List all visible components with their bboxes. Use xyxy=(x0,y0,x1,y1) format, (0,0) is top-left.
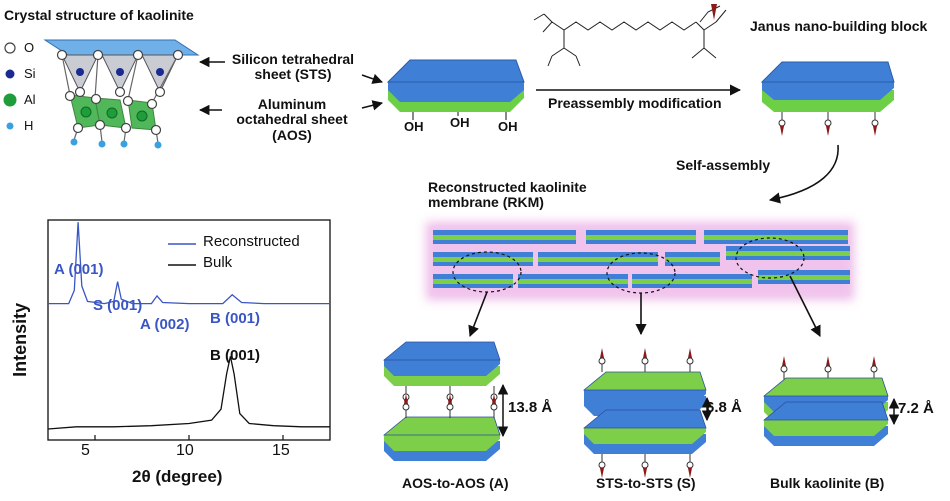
x-tick-5: 5 xyxy=(81,442,90,459)
stack-a-top-block xyxy=(382,341,501,386)
janus-molecule-markers xyxy=(778,112,879,136)
membrane-layer-sts xyxy=(433,274,513,279)
reconstructed-membrane xyxy=(426,222,854,300)
legend-bulk: Bulk xyxy=(203,254,233,271)
spacing-b: 7.2 Å xyxy=(898,400,934,417)
legend-reconstructed: Reconstructed xyxy=(203,233,300,250)
legend-h: H xyxy=(24,118,34,133)
membrane-layer-aos xyxy=(433,257,533,262)
membrane-layer-aos xyxy=(758,275,850,280)
rkm-label: Reconstructed kaolinite membrane (RKM) xyxy=(428,179,587,211)
chart-xlabel: 2θ (degree) xyxy=(132,467,223,486)
oh-label-2: OH xyxy=(450,115,470,130)
membrane-layer-aos xyxy=(586,235,696,240)
membrane-layer-aos xyxy=(726,251,850,256)
membrane-layer-sts xyxy=(665,262,720,266)
series-line-bulk xyxy=(47,356,330,430)
membrane-layer-aos xyxy=(704,235,848,240)
x-tick-10: 10 xyxy=(176,442,194,459)
aos-label: Aluminum octahedral sheet (AOS) xyxy=(236,96,348,143)
oh-label-1: OH xyxy=(404,119,424,134)
membrane-layer-aos xyxy=(433,235,576,240)
oh-label-3: OH xyxy=(498,119,518,134)
peak-label-b001-reconstructed: B (001) xyxy=(210,310,261,327)
membrane-layer-sts xyxy=(726,246,850,251)
membrane-layer-aos xyxy=(665,257,720,262)
spacing-a: 13.8 Å xyxy=(508,399,553,416)
stack-b-block-2 xyxy=(762,401,889,446)
silane-marker xyxy=(641,454,649,478)
membrane-layer-aos xyxy=(632,279,752,284)
silane-marker xyxy=(641,348,649,372)
membrane-layer-aos xyxy=(518,279,628,284)
crystal-legend-dots xyxy=(3,42,17,130)
membrane-layer-sts xyxy=(433,284,513,288)
membrane-layer-sts xyxy=(704,240,848,244)
membrane-layer-sts xyxy=(632,274,752,279)
membrane-layer-sts xyxy=(726,256,850,260)
peak-label-a001: A (001) xyxy=(54,261,104,278)
membrane-layer-sts xyxy=(758,270,850,275)
stack-s-top-block xyxy=(582,371,707,416)
membrane-layer-sts xyxy=(433,252,533,257)
crystal-title: Crystal structure of kaolinite xyxy=(4,7,194,23)
caption-aos-aos: AOS-to-AOS (A) xyxy=(402,475,509,491)
membrane-layer-aos xyxy=(538,257,658,262)
peak-label-a002: A (002) xyxy=(140,316,190,333)
sts-label: Silicon tetrahedral sheet (STS) xyxy=(231,51,355,83)
xrd-chart xyxy=(47,219,331,441)
silane-marker xyxy=(402,394,410,418)
peak-label-b001-bulk: B (001) xyxy=(210,347,261,364)
janus-label: Janus nano-building block xyxy=(750,18,928,34)
membrane-layer-sts xyxy=(586,230,696,235)
kaolinite-layer-block xyxy=(386,59,525,120)
series-line-reconstructed xyxy=(48,222,330,305)
membrane-layer-sts xyxy=(704,230,848,235)
membrane-layer-sts xyxy=(758,280,850,284)
legend-o: O xyxy=(24,40,35,55)
membrane-layer-sts xyxy=(433,240,576,244)
silane-marker xyxy=(598,454,606,478)
spacing-s: 6.8 Å xyxy=(706,399,742,416)
membrane-layer-sts xyxy=(586,240,696,244)
membrane-layer-sts xyxy=(518,284,628,288)
disulfide-silane-molecule xyxy=(533,5,727,67)
membrane-layer-sts xyxy=(632,284,752,288)
caption-sts-sts: STS-to-STS (S) xyxy=(596,475,696,491)
membrane-layer-sts xyxy=(518,274,628,279)
membrane-layer-sts xyxy=(665,252,720,257)
silane-marker xyxy=(780,356,788,380)
stack-s-bottom-block xyxy=(582,409,707,454)
peak-label-s001: S (001) xyxy=(93,297,143,314)
membrane-layer-sts xyxy=(433,262,533,266)
stack-a-bottom-block xyxy=(382,416,501,461)
silane-marker xyxy=(824,356,832,380)
silane-marker xyxy=(686,454,694,478)
crystal-structure-illustration xyxy=(43,39,200,149)
self-assembly-label: Self-assembly xyxy=(676,157,771,173)
membrane-layer-sts xyxy=(538,252,658,257)
chart-ylabel: Intensity xyxy=(10,302,31,377)
x-tick-15: 15 xyxy=(272,442,290,459)
legend-al: Al xyxy=(24,92,36,107)
silane-marker xyxy=(490,394,498,418)
preassembly-label: Preassembly modification xyxy=(548,95,722,111)
silane-marker xyxy=(446,394,454,418)
janus-building-block xyxy=(760,61,895,112)
silane-marker xyxy=(598,348,606,372)
caption-bulk: Bulk kaolinite (B) xyxy=(770,475,885,491)
membrane-layer-sts xyxy=(538,262,658,266)
legend-si: Si xyxy=(24,66,36,81)
membrane-layer-aos xyxy=(433,279,513,284)
silane-marker xyxy=(686,348,694,372)
membrane-layer-sts xyxy=(433,230,576,235)
silane-marker xyxy=(870,356,878,380)
